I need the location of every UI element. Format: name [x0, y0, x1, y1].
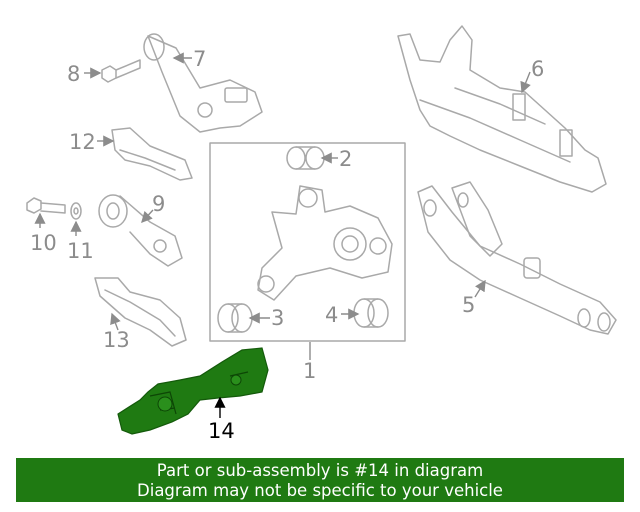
part-13-bracket — [94, 277, 187, 347]
part-12-bracket — [111, 127, 193, 181]
callout-11: 11 — [67, 239, 94, 263]
part-9-lower-arm — [98, 194, 183, 267]
callout-9: 9 — [152, 192, 165, 216]
part-10-bolt — [26, 197, 66, 214]
part-6-subframe — [397, 25, 607, 193]
callout-12: 12 — [69, 130, 96, 154]
banner-line-2: Diagram may not be specific to your vehi… — [137, 481, 503, 500]
part-8-bolt — [101, 59, 141, 83]
part-11-washer — [70, 202, 82, 220]
callout-13: 13 — [103, 328, 130, 352]
callout-8: 8 — [67, 62, 80, 86]
callout-1: 1 — [303, 359, 316, 383]
callout-10: 10 — [30, 231, 57, 255]
callout-2: 2 — [339, 147, 352, 171]
callout-6: 6 — [531, 57, 544, 81]
part-5-trailing-arm — [417, 181, 617, 335]
info-banner: Part or sub-assembly is #14 in diagram D… — [16, 458, 624, 502]
part-7-control-arm — [143, 33, 263, 133]
leader-lines — [34, 52, 531, 418]
callout-4: 4 — [325, 303, 338, 327]
callout-3: 3 — [271, 306, 284, 330]
callout-5: 5 — [462, 293, 475, 317]
part-1-knuckle-box — [209, 142, 406, 342]
parts-diagram: 1 2 3 4 5 6 7 8 9 10 11 12 13 14 — [26, 25, 617, 443]
part-14-highlighted-bracket — [117, 347, 269, 435]
callout-14: 14 — [208, 419, 235, 443]
callout-7: 7 — [193, 47, 206, 71]
banner-line-1: Part or sub-assembly is #14 in diagram — [156, 461, 484, 480]
